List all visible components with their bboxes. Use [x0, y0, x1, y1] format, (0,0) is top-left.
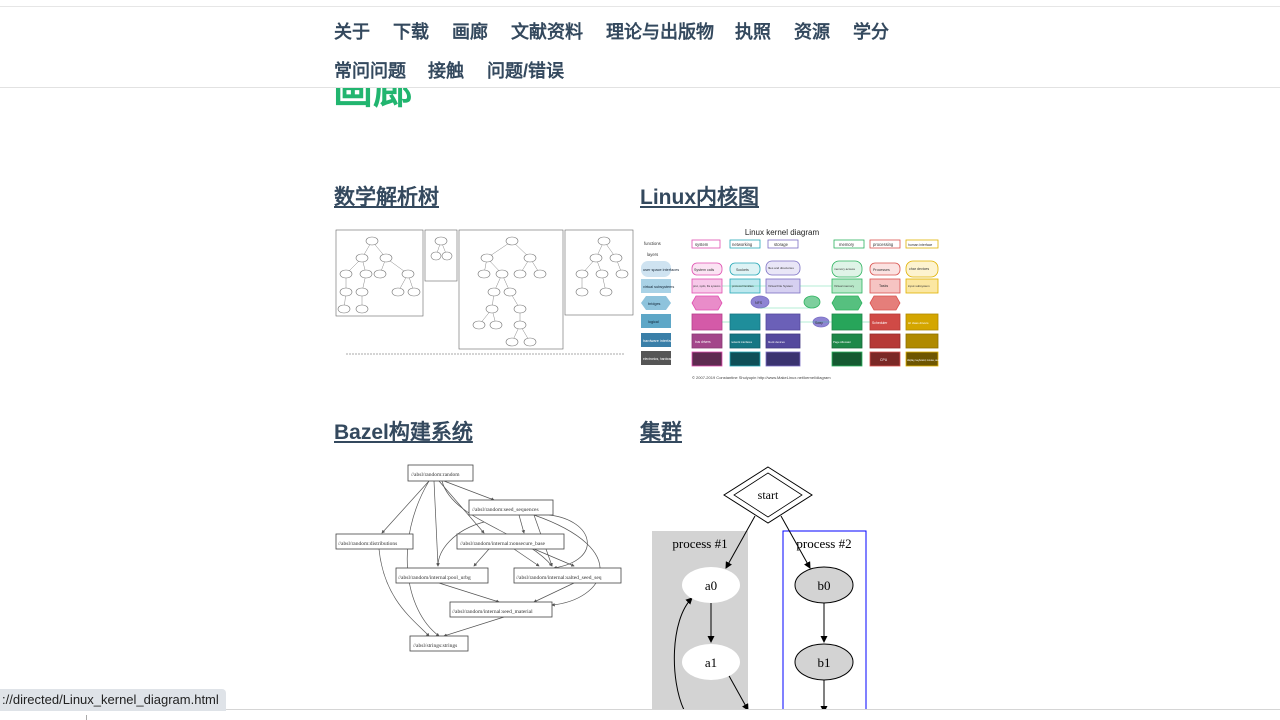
kernel-cell-block-devices: block devices: [768, 340, 785, 344]
bazel-node-nonsecure-base: //absl/random/internal:nonsecure_base: [460, 541, 545, 547]
kernel-cell-proc: proc, sysfs, file systems: [693, 284, 721, 288]
nav-credits[interactable]: 学分: [853, 22, 889, 42]
kernel-diagram-copyright: © 2007-2019 Constantine Shulyupin http:/…: [692, 375, 831, 380]
status-bar-url: ://directed/Linux_kernel_diagram.html: [0, 689, 226, 711]
bottom-bar: [0, 710, 1280, 720]
kernel-header-functions: functions: [644, 241, 661, 246]
top-divider: [0, 6, 1280, 7]
node-a0-label: a0: [705, 578, 717, 593]
kernel-cell-vfs: Virtual File System: [768, 284, 793, 288]
kernel-header-system: system: [695, 242, 709, 247]
bazel-node-seed-material: //absl/random/internal:seed_material: [452, 609, 533, 615]
cluster-2-label: process #2: [796, 536, 851, 551]
nav-theory-publications[interactable]: 理论与出版物: [606, 22, 714, 42]
kernel-cell-input-subsystem: input subsystem: [908, 284, 930, 288]
kernel-header-memory: memory: [839, 242, 855, 247]
kernel-cell-nfs: NFS: [755, 301, 763, 305]
bazel-graph-image: //absl/random:random //absl/random:seed_…: [335, 464, 622, 652]
kernel-cell-tasks: Tasks: [879, 284, 888, 288]
nav-resources[interactable]: 资源: [794, 22, 830, 42]
kernel-cell-display: display, keyboard, mouse, audio: [907, 359, 942, 362]
bazel-node-random: //absl/random:random: [411, 472, 460, 478]
kernel-header-storage: storage: [774, 242, 789, 247]
nav-about[interactable]: 关于: [334, 22, 370, 42]
linux-kernel-thumbnail[interactable]: Linux kernel diagram functions layers sy…: [640, 224, 942, 384]
kernel-diagram-title: Linux kernel diagram: [745, 228, 820, 237]
kernel-row-virtual: virtual subsystems: [643, 285, 674, 289]
node-b0-label: b0: [818, 578, 831, 593]
gallery-title-cluster[interactable]: 集群: [640, 421, 682, 444]
linux-kernel-image: Linux kernel diagram functions layers sy…: [641, 228, 942, 380]
bottom-tick: [86, 715, 87, 720]
kernel-cell-processes: Processes: [873, 268, 890, 272]
kernel-cell-network-interfaces: network interfaces: [731, 340, 753, 344]
bottom-divider: [0, 709, 1280, 710]
cluster-thumbnail[interactable]: start process #1 process #2 a0 a1 b0 b1: [640, 460, 940, 710]
gallery-title-linux-kernel[interactable]: Linux内核图: [640, 186, 759, 209]
bazel-node-strings: //absl/strings:strings: [413, 643, 457, 649]
nav-issues[interactable]: 问题/错误: [487, 61, 565, 81]
node-b1: [794, 643, 854, 681]
bazel-node-distributions: //absl/random:distributions: [338, 541, 397, 547]
node-a0: [682, 567, 740, 603]
bazel-node-salted-seed-seq: //absl/random/internal:salted_seed_seq: [516, 575, 602, 581]
cluster-process-1: [652, 531, 748, 710]
nav-documentation[interactable]: 文献资料: [511, 22, 583, 42]
kernel-row-logical: logical: [648, 320, 659, 324]
kernel-header-processing: processing: [873, 242, 894, 247]
kernel-row-hardware-interfaces: hardware interfaces: [643, 339, 676, 343]
kernel-cell-cpu: CPU: [880, 358, 888, 362]
bazel-node-seed-sequences: //absl/random:seed_sequences: [472, 507, 539, 513]
kernel-cell-bus-drivers: bus drivers: [695, 340, 711, 344]
kernel-row-bridges: bridges: [648, 302, 661, 306]
node-a1: [682, 644, 740, 680]
kernel-header-networking: networking: [732, 242, 753, 247]
nav-gallery[interactable]: 画廊: [452, 22, 488, 42]
nav-faq[interactable]: 常问问题: [334, 61, 406, 81]
cluster-1-label: process #1: [672, 536, 727, 551]
cluster-process-2: [782, 530, 867, 710]
kernel-cell-page-allocator: Page Allocator: [833, 340, 851, 344]
node-b0: [794, 566, 854, 604]
kernel-cell-memory-access: memory access: [834, 267, 856, 271]
kernel-cell-char-devices: char devices: [909, 267, 929, 271]
kernel-cell-sockets: Sockets: [736, 268, 749, 272]
kernel-row-electronics: electronics, hardware: [643, 357, 674, 361]
kernel-cell-swap: Swap: [815, 321, 823, 325]
gallery-title-bazel[interactable]: Bazel构建系统: [334, 421, 473, 444]
start-label: start: [758, 488, 779, 502]
nav-license[interactable]: 执照: [735, 22, 771, 42]
kernel-cell-system-calls: System calls: [694, 268, 714, 272]
kernel-cell-files: files and directories: [768, 266, 794, 270]
start-node: [723, 466, 813, 524]
kernel-cell-virtual-memory: Virtual memory: [834, 284, 855, 288]
kernel-row-user-space: user space interfaces: [643, 268, 679, 272]
cluster-graph-image: start process #1 process #2 a0 a1 b0 b1: [652, 466, 867, 710]
node-a1-label: a1: [705, 655, 717, 670]
nav-contact[interactable]: 接触: [428, 61, 464, 81]
bazel-node-pool-urbg: //absl/random/internal:pool_urbg: [398, 575, 471, 581]
kernel-row-layers: layers: [647, 252, 658, 257]
kernel-header-human-interface: human interface: [908, 243, 932, 247]
node-b1-label: b1: [818, 655, 831, 670]
kernel-cell-protocol-families: protocol families: [732, 284, 754, 288]
bazel-thumbnail[interactable]: //absl/random:random //absl/random:seed_…: [334, 460, 636, 656]
parse-tree-thumbnail[interactable]: [334, 228, 634, 360]
nav-download[interactable]: 下载: [393, 22, 429, 42]
parse-tree-image: [335, 229, 634, 355]
top-navigation: 关于 下载 画廊 文献资料 理论与出版物 执照 资源 学分 常问问题 接触 问题…: [0, 7, 1280, 88]
kernel-cell-hi-class: HI class drivers: [908, 321, 929, 325]
gallery-title-parse-tree[interactable]: 数学解析树: [334, 186, 439, 209]
kernel-cell-scheduler: Scheduler: [872, 321, 888, 325]
